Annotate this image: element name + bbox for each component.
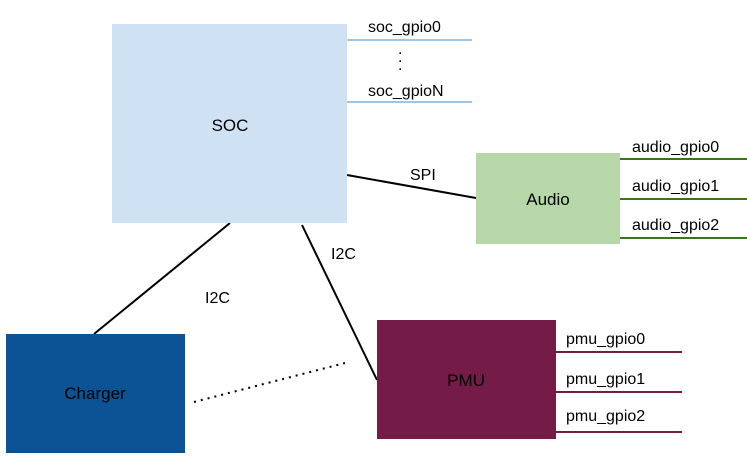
i2c-soc-charger-line [93,222,231,335]
audio-block[interactable] [476,153,620,244]
spi-link-line [346,174,477,199]
pmu-gpio0-label: pmu_gpio0 [566,331,645,348]
pmu-gpio2-label: pmu_gpio2 [566,408,645,425]
soc-gpio-ellipsis-dot-1: . [398,41,402,58]
pmu-label: PMU [447,371,485,390]
i2c-soc-pmu-line [301,224,378,381]
soc-block[interactable] [112,24,347,223]
soc-gpio-ellipsis-dot-3: . [398,57,402,74]
audio-gpio0-label: audio_gpio0 [632,139,719,156]
i2c-soc-pmu-label: I2C [331,246,356,263]
pmu-gpio1-label: pmu_gpio1 [566,371,645,388]
i2c-soc-charger-label: I2C [205,290,230,307]
soc-gpioN-label: soc_gpioN [368,83,444,100]
charger-block[interactable] [6,334,185,453]
pmu-block[interactable] [377,320,556,439]
soc-gpio-ellipsis-dot-2: . [398,49,402,66]
audio-gpio2-label: audio_gpio2 [632,217,719,234]
charger-label: Charger [64,384,126,403]
soc-label: SOC [212,116,249,135]
audio-gpio1-label: audio_gpio1 [632,178,719,195]
audio-label: Audio [526,190,569,209]
soc-gpio0-label: soc_gpio0 [368,19,441,36]
charger-pmu-dotted-line [193,362,346,403]
spi-label: SPI [410,167,436,184]
